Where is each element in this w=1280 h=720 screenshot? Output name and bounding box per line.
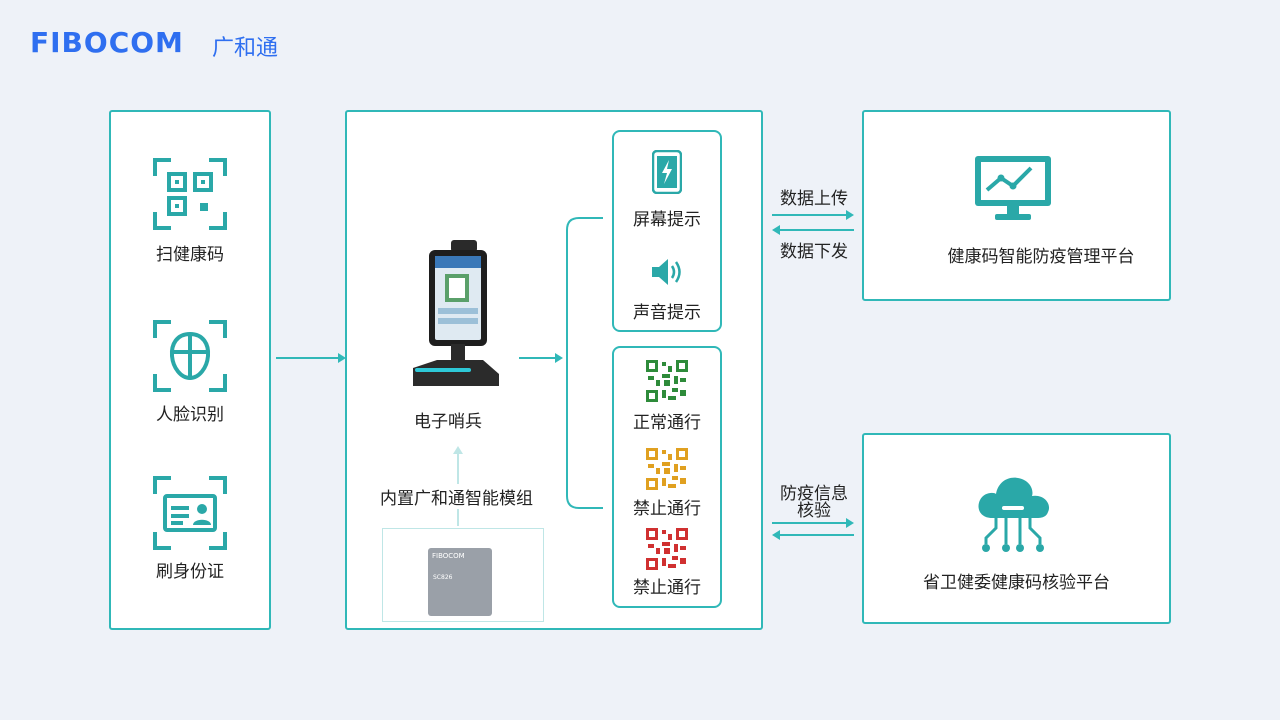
qr-scan-icon <box>153 158 227 230</box>
output-bracket <box>563 210 607 510</box>
qr-yellow-icon <box>646 448 688 490</box>
id-card-icon <box>153 476 227 550</box>
brand-logo-cn: 广和通 <box>212 36 279 61</box>
input-label-face: 人脸识别 <box>156 405 224 425</box>
verify-label-1: 防疫信息 <box>780 484 848 504</box>
arrow-verify-in <box>772 528 854 542</box>
upload-label: 数据上传 <box>780 189 848 209</box>
pass-label-normal: 正常通行 <box>633 413 701 433</box>
prompt-box <box>612 130 722 332</box>
qr-red-icon <box>646 528 688 570</box>
download-label: 数据下发 <box>780 242 848 262</box>
brand-logo: FIBOCOM <box>30 26 184 59</box>
module-chip: FIBOCOM SC826 <box>428 548 492 616</box>
prompt-label-sound: 声音提示 <box>633 303 701 323</box>
module-label: 内置广和通智能模组 <box>380 484 556 509</box>
verification-platform-label: 省卫健委健康码核验平台 <box>923 573 1110 593</box>
device-label: 电子哨兵 <box>414 412 482 432</box>
qr-green-icon <box>646 360 688 402</box>
arrow-device-to-outputs <box>519 351 563 365</box>
face-scan-icon <box>153 320 227 392</box>
verify-label-2: 核验 <box>797 501 831 521</box>
pass-label-forbidden-2: 禁止通行 <box>633 578 701 598</box>
verification-platform-box <box>862 433 1171 624</box>
module-chip-brand: FIBOCOM <box>432 552 465 560</box>
arrow-download <box>772 223 854 237</box>
speaker-icon <box>650 256 684 288</box>
arrow-verify-out <box>772 516 854 530</box>
e-sentinel-device-image <box>405 238 505 390</box>
pass-status-box <box>612 346 722 608</box>
arrow-upload <box>772 208 854 222</box>
arrow-input-to-device <box>276 351 346 365</box>
prompt-label-screen: 屏幕提示 <box>633 210 701 230</box>
pass-label-forbidden-1: 禁止通行 <box>633 499 701 519</box>
phone-screen-icon <box>652 150 682 194</box>
module-chip-model: SC826 <box>433 574 453 581</box>
input-label-qr: 扫健康码 <box>156 245 224 265</box>
cloud-network-icon <box>972 472 1054 556</box>
input-label-id: 刷身份证 <box>156 562 224 582</box>
monitor-chart-icon <box>973 154 1053 224</box>
management-platform-label: 健康码智能防疫管理平台 <box>947 247 1135 267</box>
